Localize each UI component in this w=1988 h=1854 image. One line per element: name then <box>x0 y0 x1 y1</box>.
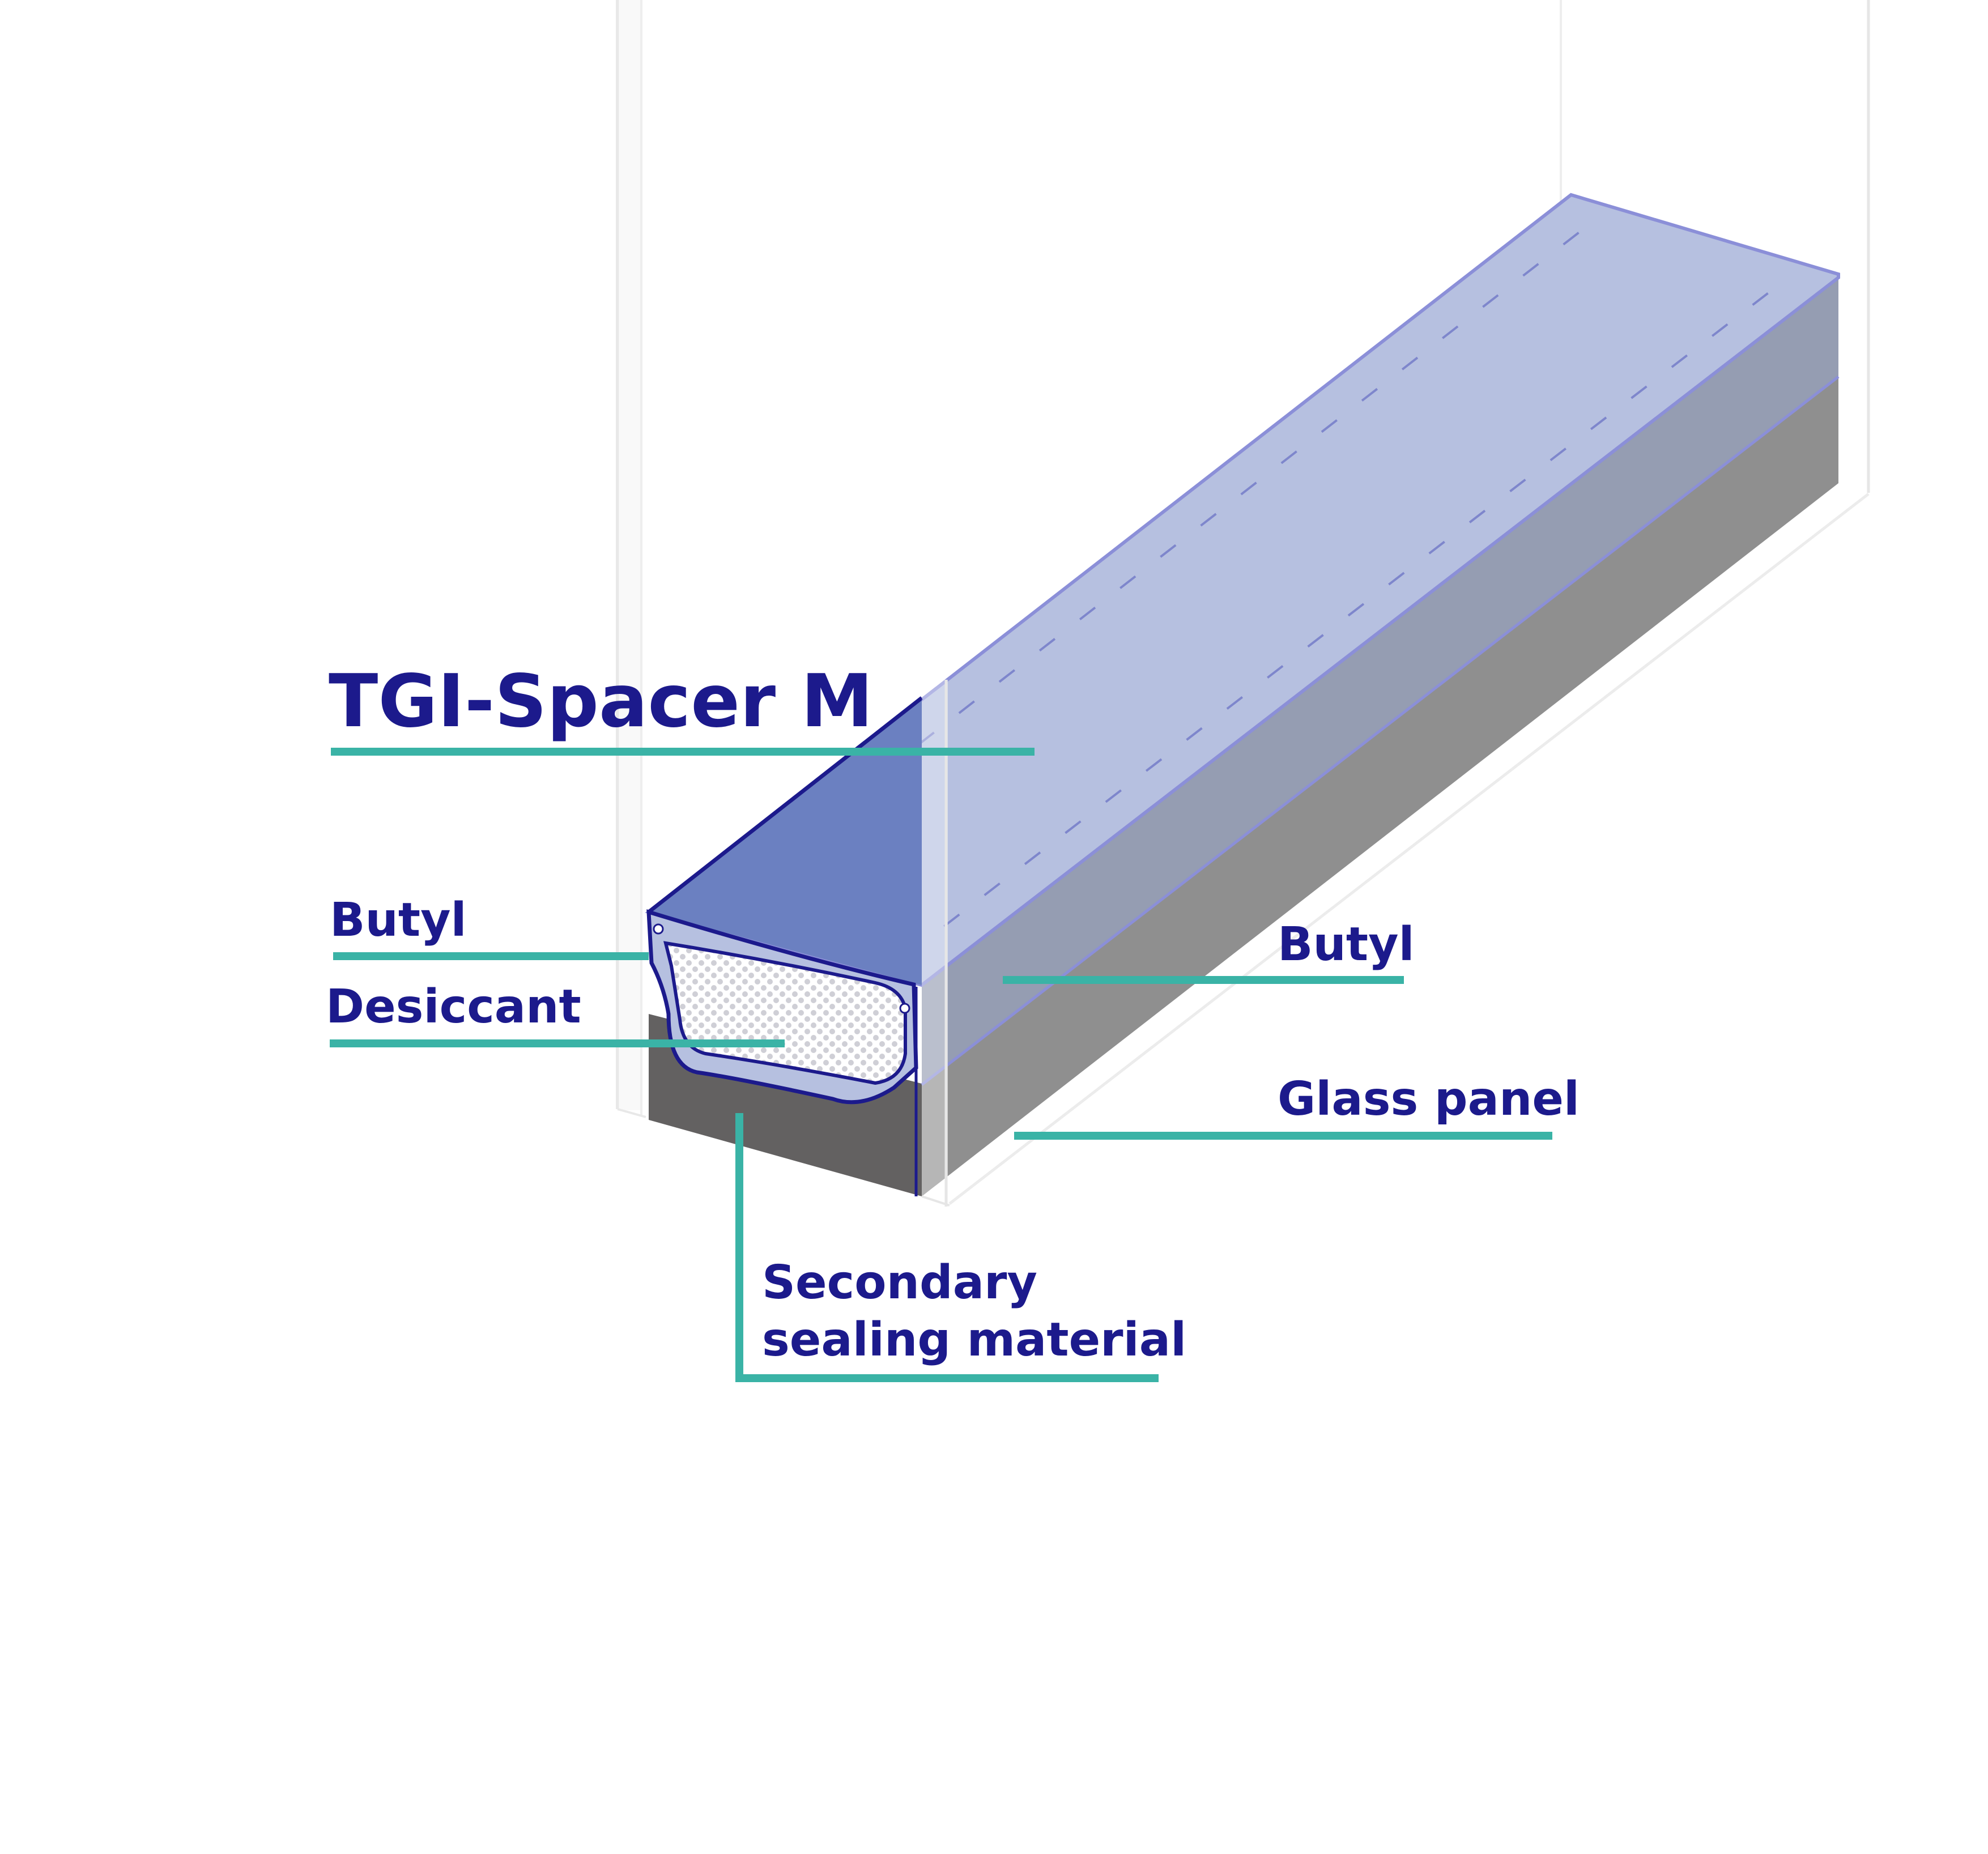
butyl-band <box>921 276 1840 1086</box>
butyl-left-label: Butyl <box>330 893 467 947</box>
butyl-right-label: Butyl <box>1278 918 1415 971</box>
spacer-cross-section <box>646 909 918 1105</box>
secondary-label-line2: sealing material <box>762 1313 1186 1367</box>
leader-secondary <box>735 1113 1159 1382</box>
glass-panel-front <box>921 680 950 1212</box>
glass-panel-label: Glass panel <box>1278 1072 1580 1126</box>
desiccant-label: Desiccant <box>326 980 581 1034</box>
glass-panel-back <box>616 0 646 1118</box>
leader-lines <box>330 748 1552 1382</box>
spacer-outline <box>647 696 923 1196</box>
secondary-label-line1: Secondary <box>762 1256 1037 1310</box>
title-label: TGI-Spacer M <box>329 659 873 744</box>
spacer-top-near <box>649 698 922 985</box>
